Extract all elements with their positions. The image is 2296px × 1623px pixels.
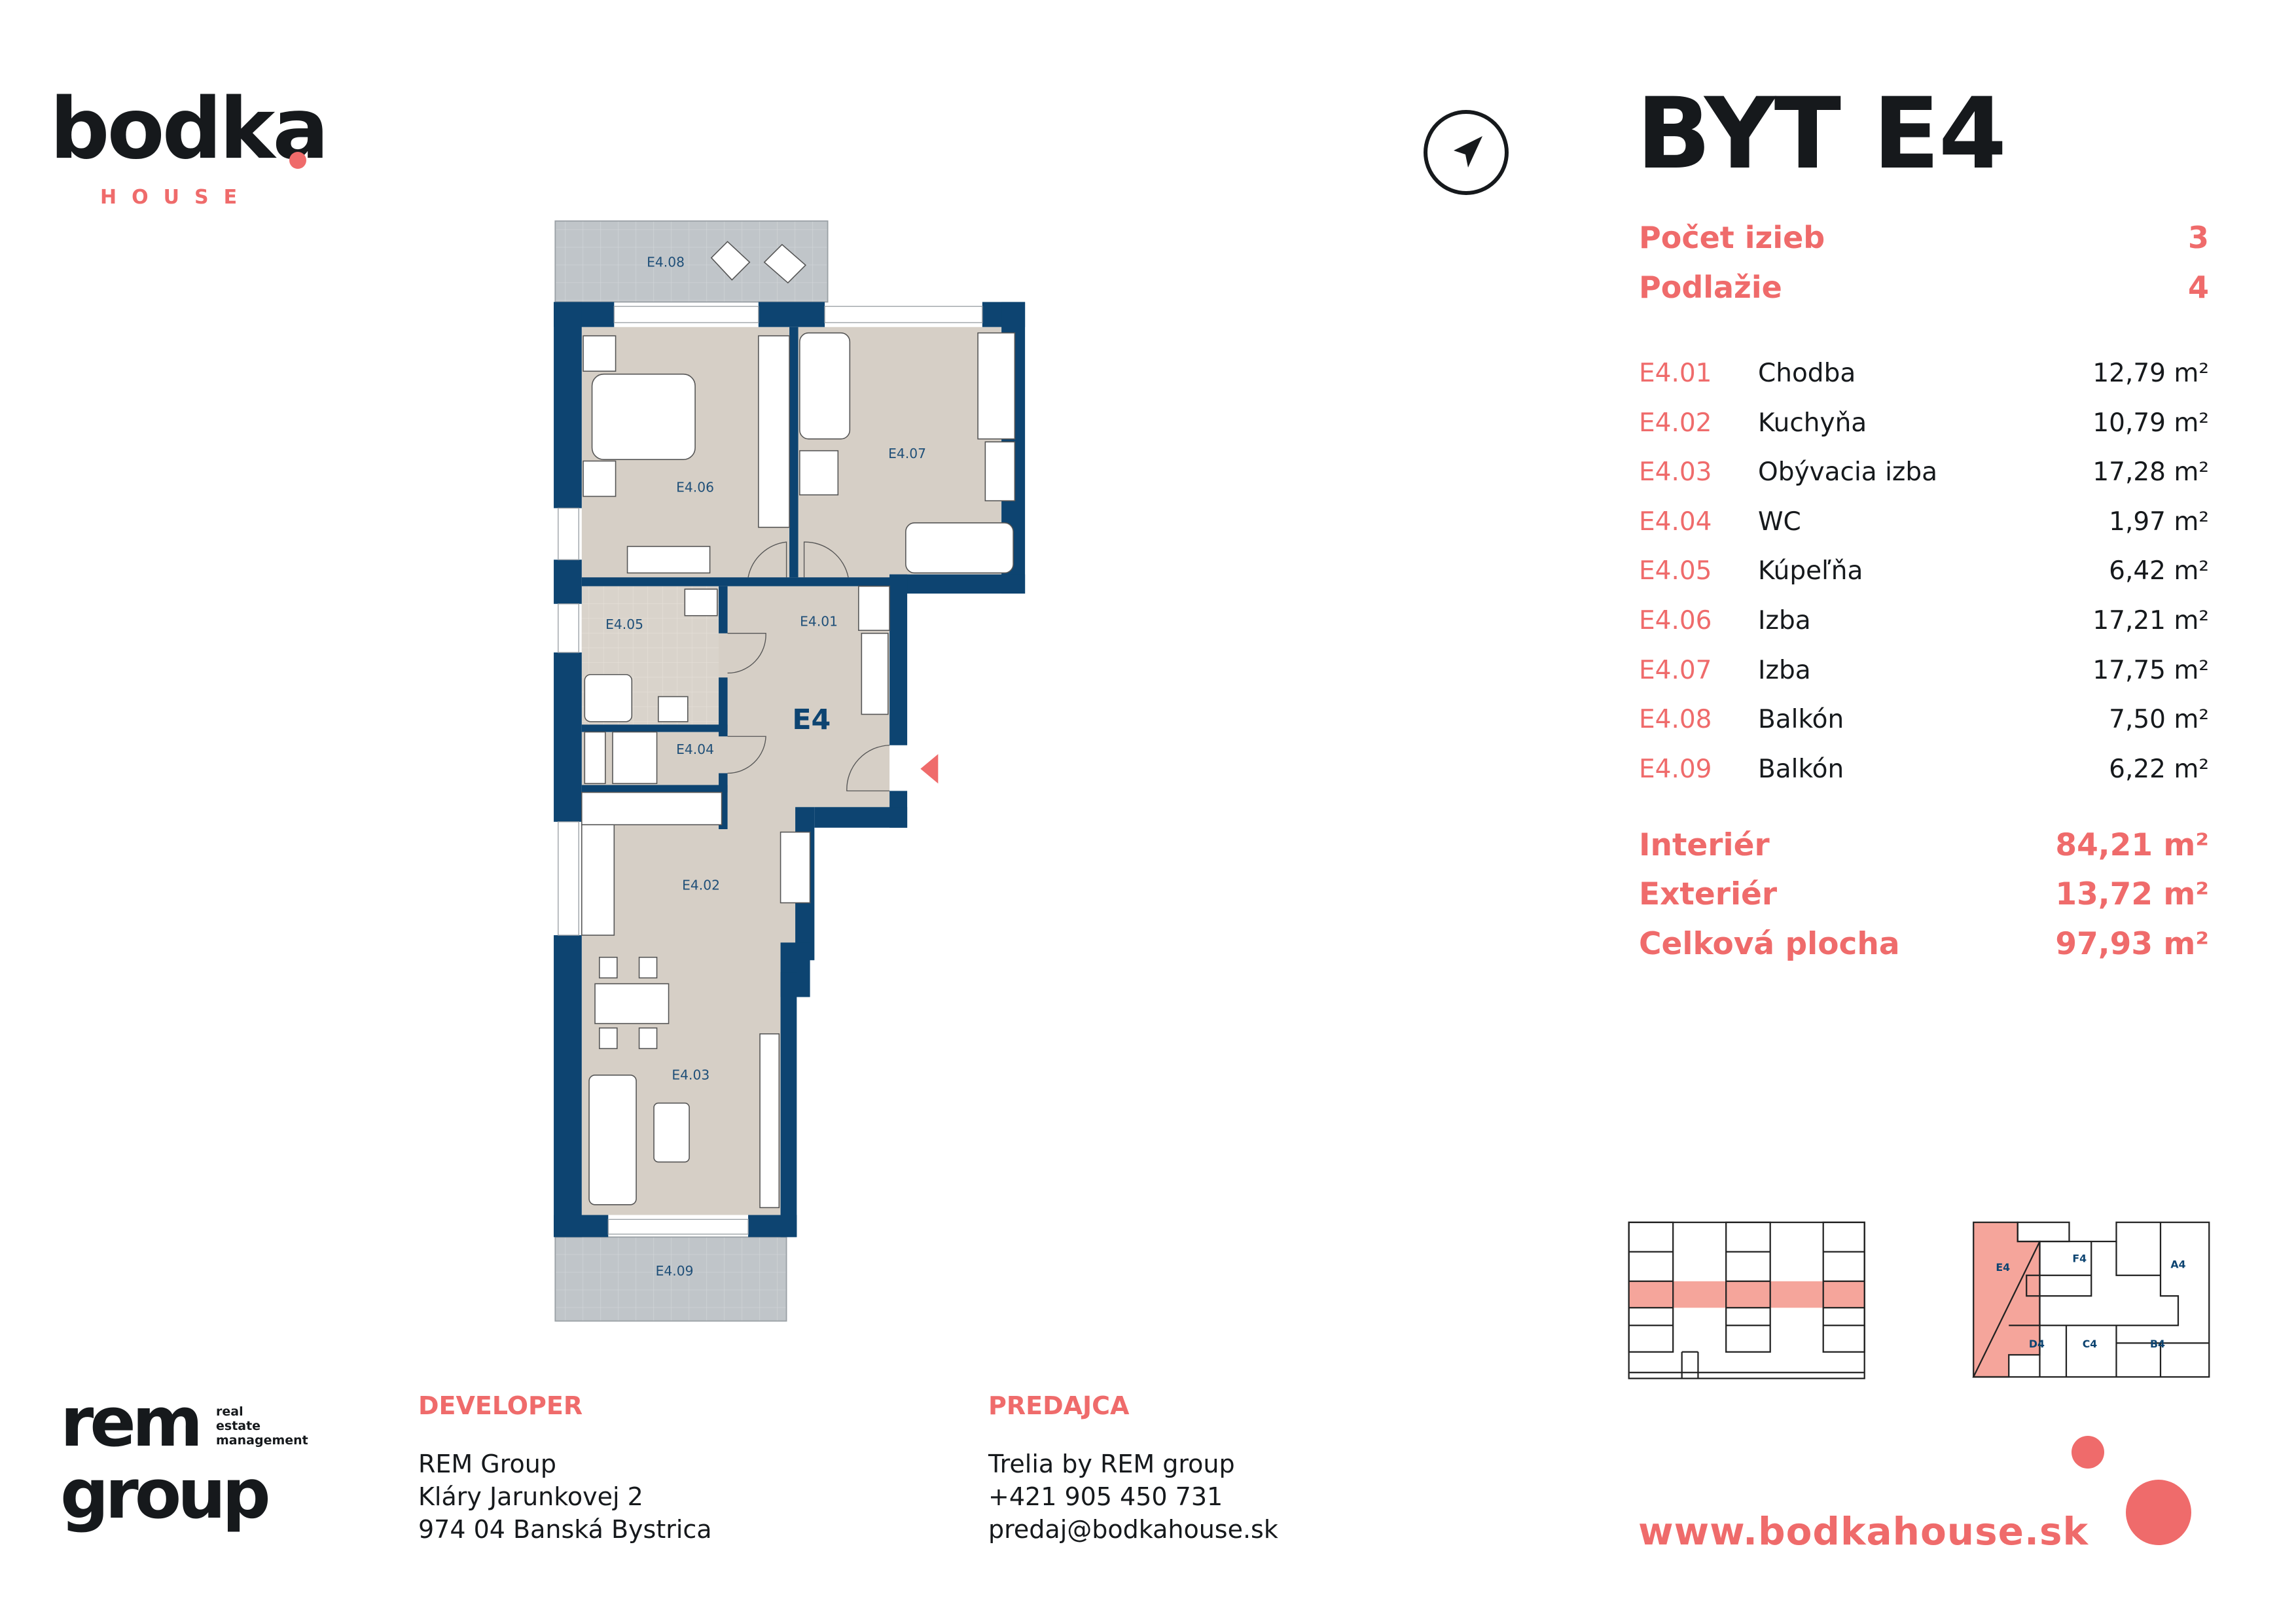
developer-heading: DEVELOPER: [418, 1391, 583, 1420]
room-name: Izba: [1758, 606, 1811, 635]
developer-line: 974 04 Banská Bystrica: [418, 1515, 712, 1544]
room-label-e4-02: E4.02: [682, 877, 720, 893]
room-code: E4.02: [1639, 408, 1712, 438]
room-code: E4.05: [1639, 556, 1712, 586]
total-label: Exteriér: [1639, 876, 1778, 912]
unit-label: E4: [792, 704, 831, 736]
summary-floor: Podlažie 4: [1639, 270, 2209, 305]
room-code: E4.04: [1639, 507, 1712, 537]
room-row: E4.02 Kuchyňa 10,79 m²: [1639, 408, 2209, 438]
room-area: 7,50 m²: [2109, 705, 2209, 735]
room-row: E4.04 WC 1,97 m²: [1639, 507, 2209, 537]
room-area: 12,79 m²: [2092, 359, 2209, 388]
rem-logo-word1: rem: [60, 1382, 203, 1462]
room-row: E4.08 Balkón 7,50 m²: [1639, 705, 2209, 734]
developer-block: DEVELOPER REM Group Kláry Jarunkovej 2 9…: [418, 1391, 712, 1546]
room-code: E4.07: [1639, 655, 1712, 685]
total-value: 13,72 m²: [2055, 876, 2209, 912]
room-label-e4-05: E4.05: [605, 616, 643, 632]
room-name: Obývacia izba: [1758, 457, 1938, 488]
developer-line: Kláry Jarunkovej 2: [418, 1482, 643, 1511]
room-name: Chodba: [1758, 359, 1856, 388]
room-code: E4.08: [1639, 705, 1712, 735]
room-row: E4.05 Kúpeľňa 6,42 m²: [1639, 556, 2209, 586]
room-label-e4-06: E4.06: [676, 480, 714, 495]
floor-key-plan: [1972, 1221, 2210, 1378]
room-name: Izba: [1758, 655, 1811, 685]
seller-block: PREDAJCA Trelia by REM group +421 905 45…: [988, 1391, 1278, 1546]
keyplan-unit-e4: E4: [1996, 1261, 2010, 1274]
room-label-e4-08: E4.08: [647, 254, 685, 270]
balcony-e4-09: [554, 1236, 787, 1322]
room-row: E4.07 Izba 17,75 m²: [1639, 656, 2209, 685]
room-code: E4.01: [1639, 359, 1712, 388]
room-row: E4.03 Obývacia izba 17,28 m²: [1639, 457, 2209, 487]
summary-value: 3: [2187, 220, 2209, 255]
room-row: E4.06 Izba 17,21 m²: [1639, 606, 2209, 635]
total-area: Celková plocha 97,93 m²: [1639, 926, 2209, 962]
room-name: Kúpeľňa: [1758, 556, 1863, 586]
keyplan-unit-a4: A4: [2170, 1258, 2185, 1271]
developer-line: REM Group: [418, 1450, 556, 1478]
decorative-dot-large: [2126, 1480, 2191, 1545]
room-name: WC: [1758, 507, 1801, 537]
total-exterior: Exteriér 13,72 m²: [1639, 876, 2209, 912]
room-code: E4.03: [1639, 457, 1712, 488]
total-label: Interiér: [1639, 827, 1770, 863]
keyplan-unit-b4: B4: [2150, 1338, 2165, 1350]
logo-dot: [289, 152, 306, 169]
room-label-e4-07: E4.07: [888, 446, 926, 461]
keyplan-unit-f4: F4: [2072, 1253, 2087, 1265]
room-row: E4.09 Balkón 6,22 m²: [1639, 755, 2209, 784]
room-area: 6,22 m²: [2109, 754, 2209, 784]
seller-phone[interactable]: +421 905 450 731: [988, 1482, 1223, 1511]
bodka-logo: bodka: [50, 80, 329, 178]
room-area: 1,97 m²: [2109, 507, 2209, 537]
room-code: E4.09: [1639, 754, 1712, 784]
summary-value: 4: [2187, 270, 2209, 305]
rem-logo-word2: group: [60, 1454, 271, 1534]
page-title: BYT E4: [1636, 77, 2007, 191]
room-row: E4.01 Chodba 12,79 m²: [1639, 359, 2209, 388]
room-label-e4-03: E4.03: [672, 1067, 709, 1083]
keyplan-unit-d4: D4: [2029, 1338, 2045, 1350]
total-value: 97,93 m²: [2055, 926, 2209, 962]
room-area: 6,42 m²: [2109, 556, 2209, 586]
room-label-e4-01: E4.01: [800, 613, 838, 629]
keyplan-unit-c4: C4: [2083, 1338, 2098, 1350]
website-link[interactable]: www.bodkahouse.sk: [1638, 1509, 2089, 1554]
seller-email[interactable]: predaj@bodkahouse.sk: [988, 1515, 1278, 1544]
total-interior: Interiér 84,21 m²: [1639, 827, 2209, 863]
decorative-dot-small: [2072, 1436, 2104, 1469]
room-name: Balkón: [1758, 754, 1844, 784]
seller-heading: PREDAJCA: [988, 1391, 1130, 1420]
entrance-triangle-icon: [920, 754, 939, 784]
seller-name: Trelia by REM group: [988, 1450, 1235, 1478]
room-name: Balkón: [1758, 705, 1844, 735]
section-key-plan: [1628, 1221, 1865, 1380]
logo-subtitle: HOUSE: [100, 186, 253, 209]
room-name: Kuchyňa: [1758, 408, 1867, 438]
room-area: 10,79 m²: [2092, 408, 2209, 438]
room-area: 17,28 m²: [2092, 457, 2209, 488]
total-value: 84,21 m²: [2055, 827, 2209, 863]
summary-rooms: Počet izieb 3: [1639, 220, 2209, 255]
summary-label: Počet izieb: [1639, 220, 1825, 255]
room-code: E4.06: [1639, 606, 1712, 635]
summary-label: Podlažie: [1639, 270, 1782, 305]
north-arrow-icon: [1424, 110, 1509, 195]
room-area: 17,75 m²: [2092, 655, 2209, 685]
room-label-e4-09: E4.09: [656, 1263, 694, 1279]
total-label: Celková plocha: [1639, 926, 1900, 962]
room-area: 17,21 m²: [2092, 606, 2209, 635]
room-label-e4-04: E4.04: [676, 741, 714, 757]
